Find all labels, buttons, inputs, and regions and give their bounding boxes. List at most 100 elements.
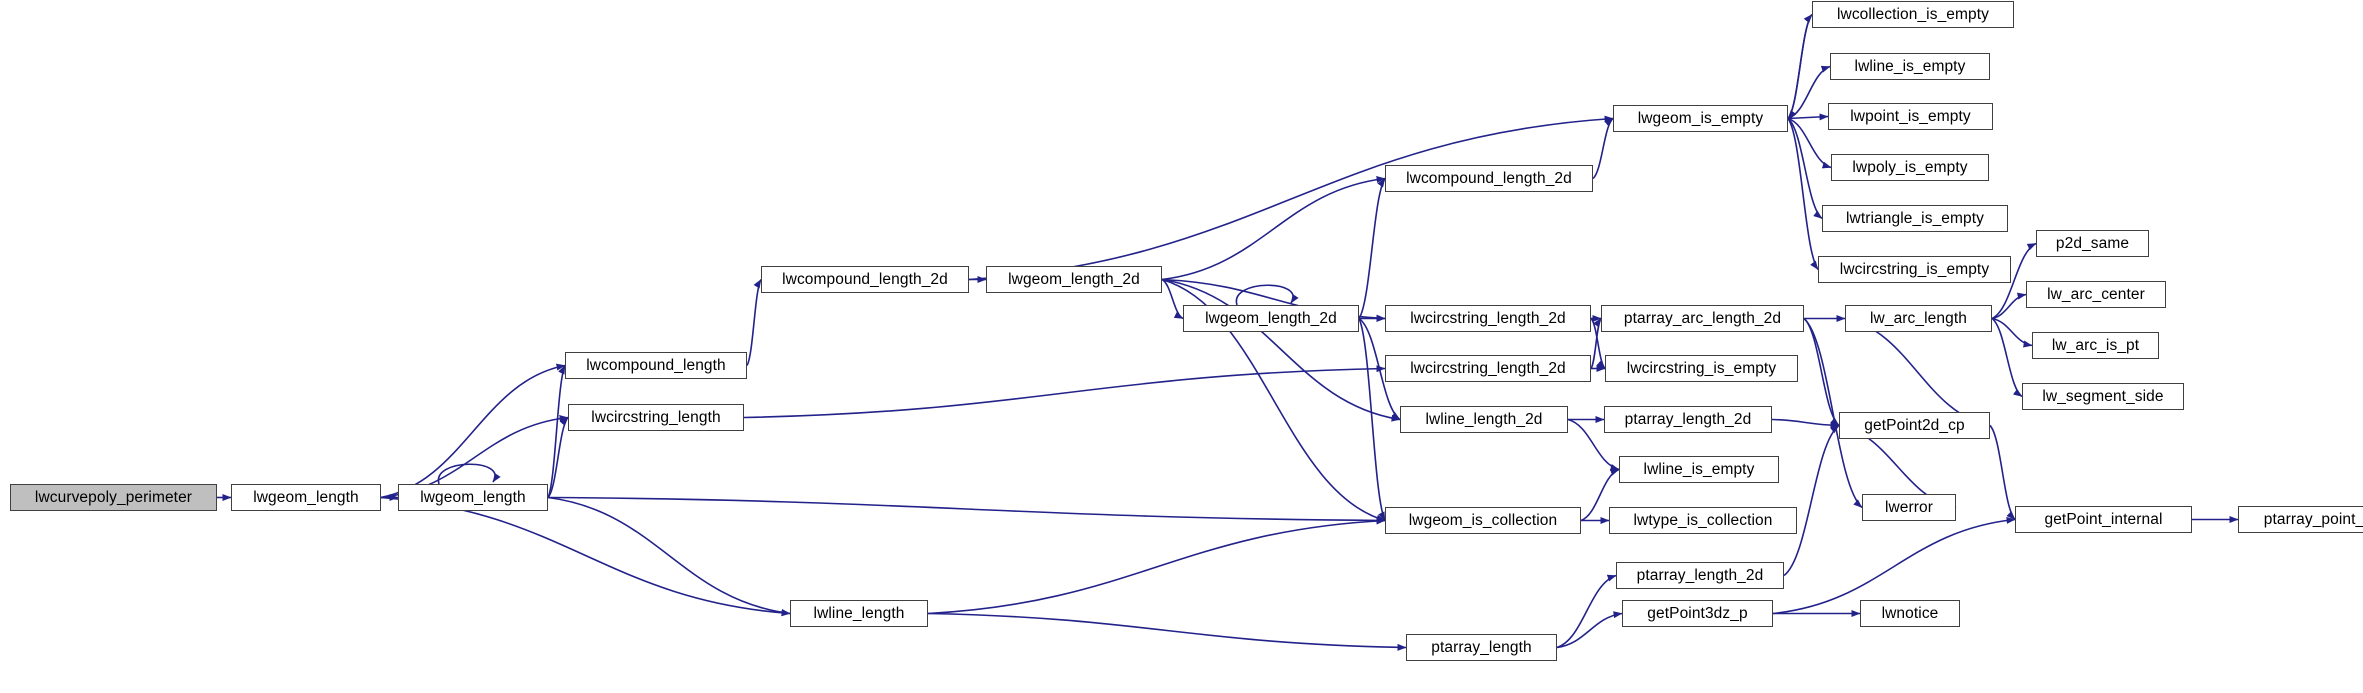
graph-edge-lwcircstring_length_2d_b--ptarray_arc_length_2d <box>1590 318 1602 369</box>
graph-edge-lw_arc_length--getPoint2d_cp <box>1844 317 1991 428</box>
graph-edge-lwcircstring_length--lwcircstring_length_2d_b <box>743 365 1386 419</box>
graph-edge-lwline_length--lwgeom_is_collection <box>927 517 1386 615</box>
graph-node-label: ptarray_length_2d <box>1624 410 1752 428</box>
graph-node-label: getPoint3dz_p <box>1647 604 1748 622</box>
graph-node-ptarray_length[interactable]: ptarray_length <box>1406 634 1557 661</box>
graph-node-lwnotice[interactable]: lwnotice <box>1860 600 1960 627</box>
graph-edge-lwcollection_is_empty--lwgeom_is_empty <box>1787 13 1813 120</box>
graph-node-label: lwgeom_length_2d <box>1205 309 1337 327</box>
graph-edge-lwgeom_length_2d_b--lwgeom_is_collection <box>1358 318 1386 521</box>
graph-node-label: lwtriangle_is_empty <box>1845 209 1985 227</box>
graph-node-label: lwgeom_is_collection <box>1408 511 1558 529</box>
graph-node-getPoint_internal[interactable]: getPoint_internal <box>2015 506 2192 533</box>
graph-node-label: lwcircstring_length_2d <box>1410 309 1566 327</box>
graph-edge-lwgeom_length_b--lwgeom_length_b <box>437 463 501 485</box>
graph-edge-lwcompound_length_2d_b--lwgeom_is_empty <box>1592 117 1614 180</box>
graph-edge-lwcompound_length_2d_a--lwgeom_is_empty <box>968 115 1614 281</box>
graph-node-label: lw_arc_is_pt <box>2051 336 2140 354</box>
graph-node-label: ptarray_length_2d <box>1636 566 1764 584</box>
graph-node-label: lwcompound_length_2d <box>1406 169 1572 187</box>
graph-node-lwerror[interactable]: lwerror <box>1862 494 1956 521</box>
graph-edge-ptarray_length_2d_b--getPoint2d_cp <box>1783 424 1840 577</box>
graph-node-label: lwcircstring_is_empty <box>1839 260 1990 278</box>
graph-node-lwcompound_length_2d_b[interactable]: lwcompound_length_2d <box>1385 165 1593 192</box>
graph-node-lw_segment_side[interactable]: lw_segment_side <box>2022 383 2184 410</box>
graph-edge-lwcompound_length--lwcompound_length_2d_a <box>746 279 762 366</box>
graph-node-ptarray_point_size[interactable]: ptarray_point_size <box>2238 506 2363 533</box>
graph-edge-ptarray_length--getPoint3dz_p <box>1556 611 1623 649</box>
graph-node-label: lwgeom_length_2d <box>1008 270 1140 288</box>
graph-node-ptarray_length_2d_a[interactable]: ptarray_length_2d <box>1604 406 1772 433</box>
graph-edge-getPoint2d_cp--getPoint_internal <box>1989 424 2016 521</box>
graph-node-lwline_is_empty_top[interactable]: lwline_is_empty <box>1830 53 1990 80</box>
graph-node-lwgeom_length_a[interactable]: lwgeom_length <box>231 484 381 511</box>
graph-node-lwcircstring_length_2d_b[interactable]: lwcircstring_length_2d <box>1385 355 1591 382</box>
graph-node-label: lwgeom_length <box>253 488 359 506</box>
graph-node-lwcompound_length[interactable]: lwcompound_length <box>565 352 747 379</box>
graph-node-label: lwgeom_is_empty <box>1637 109 1764 127</box>
graph-edge-lwgeom_is_empty--lwline_is_empty_top <box>1787 65 1831 120</box>
graph-node-lwcircstring_is_empty_m[interactable]: lwcircstring_is_empty <box>1605 355 1798 382</box>
graph-node-lwpoly_is_empty[interactable]: lwpoly_is_empty <box>1831 154 1989 181</box>
graph-node-lwcompound_length_2d_a[interactable]: lwcompound_length_2d <box>761 266 969 293</box>
graph-edge-lwgeom_length_2d_b--lwcompound_length_2d_b <box>1358 178 1386 319</box>
graph-node-lw_arc_length[interactable]: lw_arc_length <box>1845 305 1992 332</box>
graph-node-lwline_is_empty_mid[interactable]: lwline_is_empty <box>1619 456 1779 483</box>
graph-node-lwgeom_length_b[interactable]: lwgeom_length <box>398 484 548 511</box>
graph-node-lw_arc_is_pt[interactable]: lw_arc_is_pt <box>2032 332 2159 359</box>
graph-node-lwline_length_2d[interactable]: lwline_length_2d <box>1400 406 1568 433</box>
graph-node-lwtriangle_is_empty[interactable]: lwtriangle_is_empty <box>1822 205 2008 232</box>
graph-edge-lwgeom_is_empty--lwpoint_is_empty <box>1787 113 1829 121</box>
graph-edge-lw_arc_length--lw_arc_center <box>1991 292 2027 320</box>
graph-node-label: lwtype_is_collection <box>1633 511 1773 529</box>
graph-node-lwcurvepoly_perimeter[interactable]: lwcurvepoly_perimeter <box>10 484 217 511</box>
graph-edge-ptarray_arc_length_2d--getPoint2d_cp <box>1803 317 1840 427</box>
graph-node-p2d_same[interactable]: p2d_same <box>2036 230 2149 257</box>
graph-node-lwgeom_is_collection[interactable]: lwgeom_is_collection <box>1385 507 1581 534</box>
graph-node-lw_arc_center[interactable]: lw_arc_center <box>2026 281 2166 308</box>
graph-node-label: lwline_is_empty <box>1854 57 1966 75</box>
graph-node-label: lwcompound_length_2d <box>782 270 948 288</box>
graph-edge-ptarray_length_2d_a--getPoint2d_cp <box>1771 418 1840 429</box>
graph-node-ptarray_length_2d_b[interactable]: ptarray_length_2d <box>1616 562 1784 589</box>
graph-edge-lwgeom_is_empty--lwpoly_is_empty <box>1787 117 1832 169</box>
graph-node-label: lw_arc_center <box>2047 285 2145 303</box>
graph-node-label: lw_arc_length <box>1870 309 1967 327</box>
graph-edge-lwgeom_length_b--lwgeom_is_collection <box>547 496 1386 524</box>
graph-edge-lwgeom_length_a--lwcompound_length <box>380 363 566 499</box>
graph-edge-lwgeom_length_b--lwline_length <box>547 496 791 616</box>
graph-edge-lwgeom_is_empty--lwtriangle_is_empty <box>1787 117 1823 220</box>
graph-edge-lwgeom_length_b--lwcompound_length <box>547 365 566 498</box>
graph-node-lwcircstring_length_2d_a[interactable]: lwcircstring_length_2d <box>1385 305 1591 332</box>
graph-node-lwgeom_length_2d_b[interactable]: lwgeom_length_2d <box>1183 305 1359 332</box>
graph-node-label: lwcompound_length <box>586 356 726 374</box>
graph-node-label: lwgeom_length <box>420 488 526 506</box>
graph-node-lwcircstring_length[interactable]: lwcircstring_length <box>568 404 744 431</box>
graph-edge-lw_arc_length--lw_segment_side <box>1991 317 2023 398</box>
graph-node-getPoint3dz_p[interactable]: getPoint3dz_p <box>1622 600 1773 627</box>
graph-node-label: lwcircstring_length_2d <box>1410 359 1566 377</box>
graph-edge-lwgeom_is_empty--lwcollection_is_empty <box>1787 13 1813 120</box>
graph-node-lwcollection_is_empty[interactable]: lwcollection_is_empty <box>1812 1 2014 28</box>
graph-node-lwcircstring_is_empty_t[interactable]: lwcircstring_is_empty <box>1818 256 2011 283</box>
graph-edge-lw_arc_length--lw_arc_is_pt <box>1991 317 2033 348</box>
graph-node-ptarray_arc_length_2d[interactable]: ptarray_arc_length_2d <box>1601 305 1804 332</box>
graph-node-label: lwcollection_is_empty <box>1837 5 1989 23</box>
graph-edge-lwgeom_length_2d_a--lwgeom_length_2d_b <box>1161 278 1184 320</box>
graph-node-lwgeom_is_empty[interactable]: lwgeom_is_empty <box>1613 105 1788 132</box>
graph-node-lwtype_is_collection[interactable]: lwtype_is_collection <box>1609 507 1797 534</box>
graph-edge-ptarray_length--ptarray_length_2d_b <box>1556 574 1617 649</box>
graph-node-label: lwcurvepoly_perimeter <box>34 488 193 506</box>
graph-node-label: lwcircstring_length <box>591 408 721 426</box>
graph-node-label: lwcircstring_is_empty <box>1626 359 1777 377</box>
graph-node-label: lwline_is_empty <box>1643 460 1755 478</box>
graph-node-label: getPoint_internal <box>2044 510 2163 528</box>
graph-node-lwline_length[interactable]: lwline_length <box>790 600 928 627</box>
graph-edge-lwline_length--ptarray_length <box>927 612 1407 651</box>
graph-node-lwpoint_is_empty[interactable]: lwpoint_is_empty <box>1828 103 1993 130</box>
graph-node-getPoint2d_cp[interactable]: getPoint2d_cp <box>1839 412 1990 439</box>
graph-node-lwgeom_length_2d_a[interactable]: lwgeom_length_2d <box>986 266 1162 293</box>
graph-node-label: lwpoly_is_empty <box>1852 158 1968 176</box>
graph-node-label: getPoint2d_cp <box>1864 416 1965 434</box>
graph-edge-lwgeom_length_2d_b--lwgeom_length_2d_b <box>1235 284 1299 306</box>
